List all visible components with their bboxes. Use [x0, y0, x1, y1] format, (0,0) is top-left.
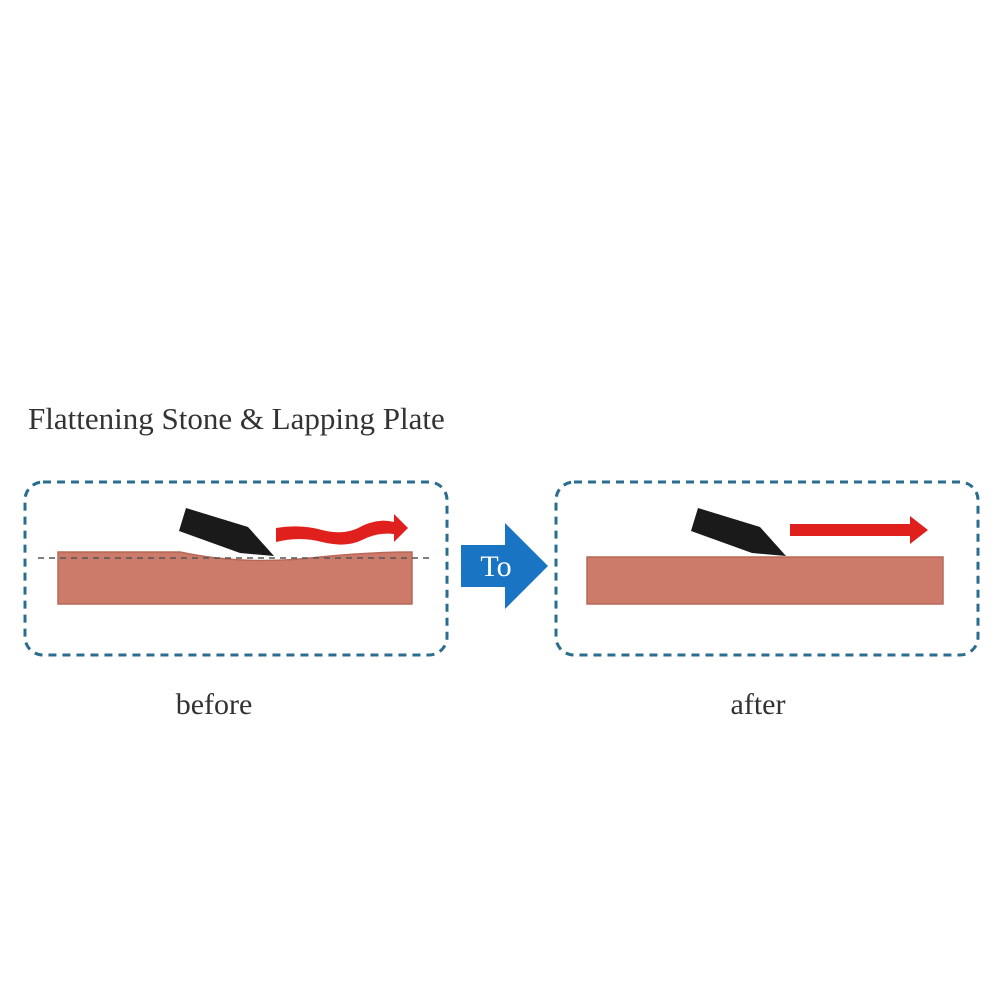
diagram-title: Flattening Stone & Lapping Plate: [28, 401, 445, 436]
straight-arrow-icon: [790, 516, 928, 544]
chisel-icon: [179, 508, 274, 556]
before-frame: [23, 480, 449, 657]
right-arrow-icon: [461, 523, 548, 609]
transition-label: To: [480, 550, 511, 583]
wavy-arrow-icon: [276, 514, 408, 545]
chisel-icon: [691, 508, 786, 556]
after-panel: after: [554, 480, 980, 721]
before-panel: before: [23, 480, 449, 721]
flat-stone: [586, 556, 944, 605]
worn-stone: [57, 551, 413, 605]
after-caption: after: [731, 688, 786, 721]
transition-arrow: To: [461, 523, 548, 609]
before-caption: before: [176, 688, 253, 721]
after-frame: [554, 480, 980, 657]
